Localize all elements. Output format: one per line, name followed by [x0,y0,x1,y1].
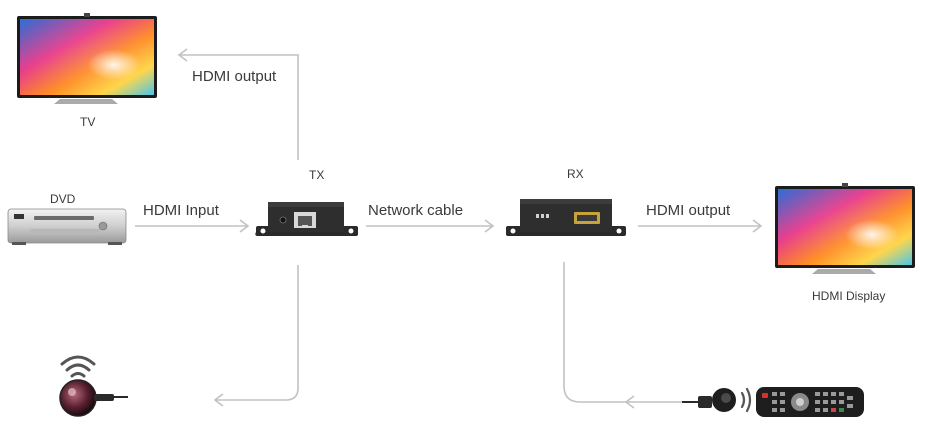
tx-label: TX [309,168,325,182]
line-tx-to-tv [180,54,299,160]
rx-device [506,199,626,236]
tx-device [255,202,358,236]
arrow-tx-to-rx [484,219,495,233]
hdmi-display-label: HDMI Display [812,289,886,303]
arrow-tx-to-ir-emitter [213,393,224,407]
tv-label: TV [80,115,96,129]
rx-label: RX [567,167,584,181]
arrow-dvd-to-tx [239,219,250,233]
hdmi-output-top-label: HDMI output [192,68,277,85]
line-tx-to-ir-emitter [216,265,299,401]
tv-top [17,13,157,104]
network-cable-label: Network cable [368,202,464,219]
line-ir-receiver-to-rx [563,262,682,403]
arrow-ir-receiver [624,395,635,409]
arrow-tx-to-tv [177,48,188,62]
remote-control-icon [756,387,864,417]
ir-emitter [59,355,128,417]
connector-lines [135,48,763,409]
wifi-signal-icon [60,355,96,378]
ir-receiver [682,387,752,413]
dvd-label: DVD [50,192,76,206]
hdmi-display [775,183,915,274]
hdmi-input-label: HDMI Input [143,202,219,219]
arrow-rx-to-display [752,219,763,233]
dvd-player [7,208,127,245]
hdmi-output-right-label: HDMI output [646,202,731,219]
